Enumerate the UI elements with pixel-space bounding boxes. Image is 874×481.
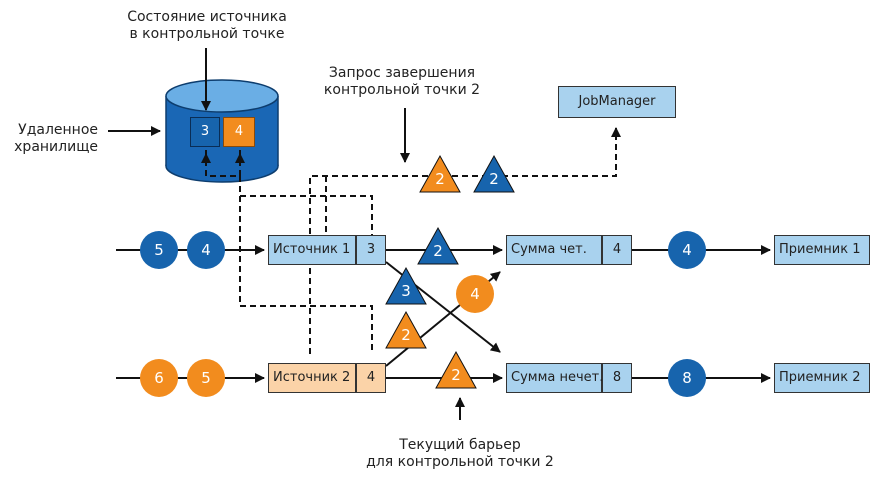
barrier-label: 2 [433,242,443,260]
source-state-label: Состояние источника в контрольной точке [112,9,302,43]
barrier-label: 3 [401,282,411,300]
sink-1-box: Приемник 1 [774,235,870,265]
label-line: хранилище [14,139,98,155]
source-2-box: Источник 2 [268,363,356,393]
record-token: 6 [140,359,178,397]
record-token: 8 [668,359,706,397]
barrier-triangle: 2 [416,226,460,266]
record-token: 5 [140,231,178,269]
sum-even-state: 4 [602,235,632,265]
barrier-label: 2 [489,170,499,188]
triangle-shape [435,350,477,389]
label-line: Состояние источника [127,9,287,25]
label-line: в контрольной точке [129,26,285,42]
sink-2-box: Приемник 2 [774,363,870,393]
barrier-triangle: 2 [472,154,516,194]
sum-odd-state: 8 [602,363,632,393]
sum-odd-box: Сумма нечет. [506,363,603,393]
barrier-label: 2 [451,366,461,384]
current-barrier-label: Текущий барьер для контрольной точки 2 [342,437,578,471]
label-line: Запрос завершения [328,65,476,81]
barrier-triangle: 3 [384,266,428,306]
label-line: контрольной точки 2 [323,82,481,98]
storage-cell-1: 3 [190,117,220,147]
sum-even-box: Сумма чет. [506,235,602,265]
remote-storage-label: Удаленное хранилище [0,122,98,156]
triangle-shape [417,226,459,265]
storage-cell-2: 4 [223,117,255,147]
label-line: Удаленное [18,122,98,138]
barrier-label: 2 [401,326,411,344]
ack-dashed-lines [201,127,621,354]
jobmanager-box: JobManager [558,86,676,118]
source-2-state: 4 [356,363,386,393]
barrier-triangle: 2 [418,154,462,194]
triangle-shape [473,154,515,193]
completion-request-label: Запрос завершения контрольной точки 2 [302,65,502,99]
triangle-shape [385,266,427,305]
label-line: для контрольной точки 2 [366,454,554,470]
record-token: 4 [187,231,225,269]
record-token: 4 [668,231,706,269]
barrier-label: 2 [435,170,445,188]
source-1-state: 3 [356,235,386,265]
barrier-triangle: 2 [434,350,478,390]
source-1-box: Источник 1 [268,235,356,265]
record-token: 5 [187,359,225,397]
triangle-shape [385,310,427,349]
label-line: Текущий барьер [399,437,521,453]
barrier-triangle: 2 [384,310,428,350]
storage-cylinder [165,79,279,183]
triangle-shape [419,154,461,193]
record-token: 4 [456,275,494,313]
